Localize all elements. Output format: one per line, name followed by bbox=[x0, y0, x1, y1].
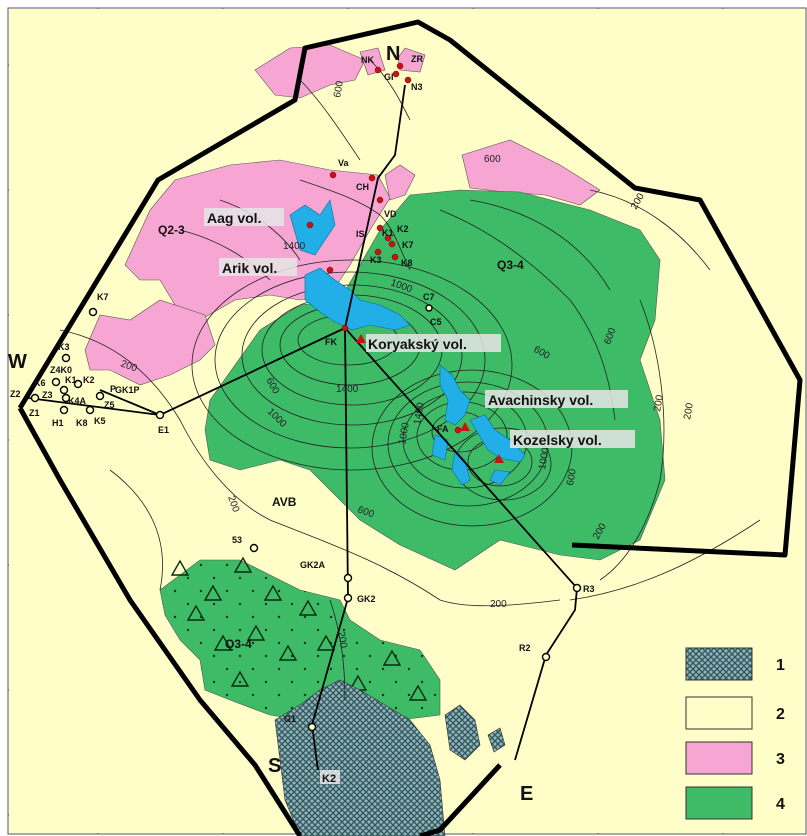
station-label: Z2 bbox=[10, 389, 21, 399]
contour-label: 1000 bbox=[537, 446, 552, 470]
volcano-label-koryaksky: Koryakský vol. bbox=[368, 336, 467, 352]
station-label: K7 bbox=[402, 240, 414, 250]
volcano-label-aag: Aag vol. bbox=[207, 210, 261, 226]
station-label: FA bbox=[437, 424, 449, 434]
unit-label-q3-4: Q3-4 bbox=[497, 258, 524, 272]
contour-label: 600 bbox=[484, 154, 501, 165]
profile-lines bbox=[27, 84, 578, 771]
station-label: GI bbox=[384, 72, 394, 82]
station-labels: NK ZR GI N3 Va CH VD IS K1 K2 K3 K7 K8 C… bbox=[10, 54, 595, 724]
station-label: K5 bbox=[94, 416, 106, 426]
legend-label-1: 1 bbox=[776, 657, 785, 674]
station-label: K6 bbox=[34, 378, 46, 388]
triangle-symbols bbox=[170, 556, 428, 701]
cardinal-labels: N W S E bbox=[8, 43, 533, 805]
contour-label: 1400 bbox=[412, 401, 427, 425]
cardinal-w: W bbox=[8, 351, 27, 373]
contour-label: 1000 bbox=[397, 421, 412, 445]
station-label: Z1 bbox=[29, 408, 40, 418]
open-stations bbox=[30, 304, 582, 732]
station-label: 53 bbox=[232, 535, 242, 545]
station-label: FK bbox=[325, 337, 337, 347]
legend-label-4: 4 bbox=[776, 796, 785, 813]
station-label: C7 bbox=[423, 292, 435, 302]
station-label: K4A bbox=[68, 396, 87, 406]
unit-label-q3-4-south: Q3-4 bbox=[225, 637, 252, 651]
contour-label: 600 bbox=[332, 80, 346, 99]
cardinal-e: E bbox=[520, 783, 533, 805]
station-label: Va bbox=[338, 158, 350, 168]
station-label: K8 bbox=[76, 418, 88, 428]
cardinal-s: S bbox=[268, 755, 281, 777]
station-label: GK2A bbox=[300, 560, 326, 570]
geologic-unit-labels: Q2-3 Q3-4 Q3-4 AVB K2 bbox=[158, 223, 524, 785]
contour-label: 200 bbox=[652, 394, 666, 413]
volcano-label-kozelsky: Kozelsky vol. bbox=[513, 432, 602, 448]
unit-label-avb: AVB bbox=[272, 495, 297, 509]
station-label: R3 bbox=[583, 584, 595, 594]
station-label: VD bbox=[384, 209, 397, 219]
unit-label-k2: K2 bbox=[322, 773, 336, 785]
station-label: GK1P bbox=[115, 385, 140, 395]
station-label: ZR bbox=[411, 54, 423, 64]
study-area-outline-south bbox=[17, 406, 502, 836]
station-label: CH bbox=[356, 182, 369, 192]
contour-label: 200 bbox=[490, 599, 507, 610]
station-label: G1 bbox=[284, 714, 296, 724]
station-label: K3 bbox=[58, 342, 70, 352]
station-label: K2 bbox=[83, 375, 95, 385]
station-label: H1 bbox=[52, 418, 64, 428]
volcano-label-arik: Arik vol. bbox=[222, 260, 277, 276]
red-triangles bbox=[356, 334, 504, 463]
station-label: K1 bbox=[65, 375, 77, 385]
volcano-label-avachinsky: Avachinsky vol. bbox=[488, 392, 593, 408]
contour-label: 200 bbox=[682, 402, 696, 421]
glaciers bbox=[289, 199, 526, 486]
station-label: C5 bbox=[430, 317, 442, 327]
station-label: K2 bbox=[397, 224, 409, 234]
cardinal-n: N bbox=[386, 43, 400, 65]
red-stations bbox=[306, 62, 462, 434]
legend-label-3: 3 bbox=[776, 751, 785, 768]
station-label: Z4K0 bbox=[50, 365, 72, 375]
station-label: NK bbox=[361, 55, 374, 65]
station-label: E1 bbox=[158, 425, 169, 435]
station-label: N3 bbox=[411, 82, 423, 92]
study-area-outline bbox=[17, 19, 803, 558]
legend-swatch-4 bbox=[685, 786, 753, 820]
contour-label: 200 bbox=[335, 631, 349, 650]
contour-label: 1400 bbox=[283, 241, 306, 252]
station-label: P bbox=[110, 384, 116, 394]
station-label: K7 bbox=[97, 292, 109, 302]
legend: 1 2 3 4 bbox=[685, 647, 785, 820]
legend-swatch-1 bbox=[685, 647, 753, 681]
station-label: R2 bbox=[519, 643, 531, 653]
station-label: K3 bbox=[370, 255, 382, 265]
unit-label-q2-3: Q2-3 bbox=[158, 223, 185, 237]
station-label: IS bbox=[356, 229, 365, 239]
contour-label: 600 bbox=[565, 468, 579, 487]
unit-1-areas bbox=[274, 679, 506, 836]
legend-swatch-2 bbox=[685, 696, 753, 730]
station-label: K1 bbox=[382, 228, 394, 238]
station-label: Z3 bbox=[42, 390, 53, 400]
contour-label: 1400 bbox=[336, 384, 359, 395]
volcano-labels: Aag vol. Arik vol. Koryakský vol. Avachi… bbox=[204, 208, 635, 448]
legend-swatch-3 bbox=[685, 741, 753, 775]
station-label: Z5 bbox=[104, 400, 115, 410]
legend-label-2: 2 bbox=[776, 706, 785, 723]
station-label: K8 bbox=[401, 258, 413, 268]
station-label: GK2 bbox=[357, 594, 376, 604]
